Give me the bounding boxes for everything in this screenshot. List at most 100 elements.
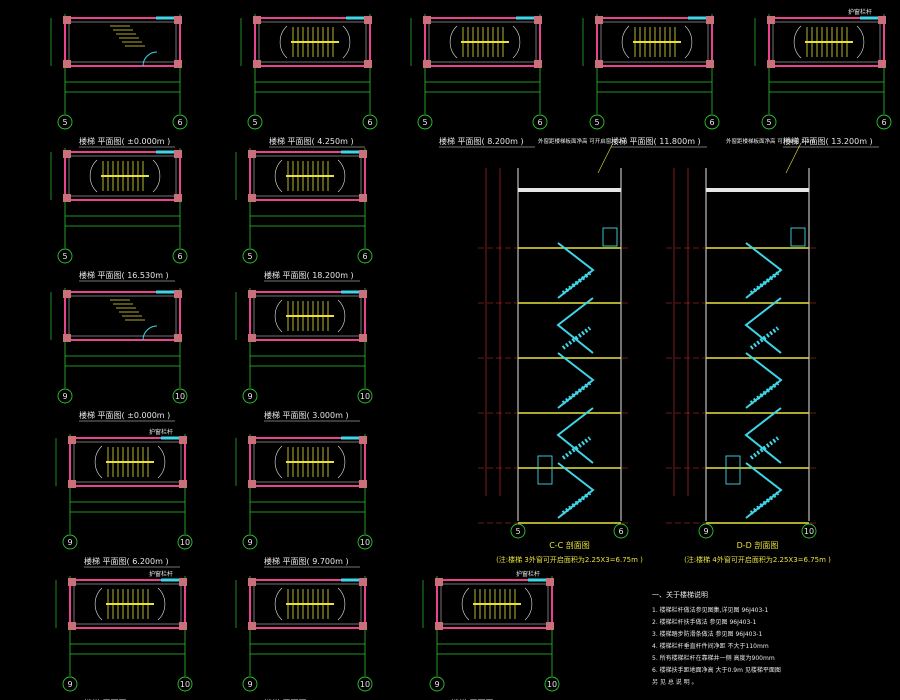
grid-label: 10	[804, 527, 814, 536]
column	[248, 622, 256, 630]
roof-slab	[518, 188, 621, 192]
stair-flight-hatch	[561, 491, 592, 515]
inner-wall	[772, 21, 881, 63]
column	[63, 60, 71, 68]
stair-wall	[249, 579, 366, 629]
section-callout: 外窗距楼梯板面净高 可开启窗 1.2m	[538, 137, 627, 145]
door-swing	[337, 587, 346, 621]
column	[359, 436, 367, 444]
plan-note: 护窗栏杆	[848, 8, 872, 16]
grid-bubble	[429, 676, 445, 692]
column	[253, 16, 261, 24]
grid-label: 5	[515, 527, 520, 536]
grid-label: 5	[422, 118, 427, 127]
grid-bubble	[761, 114, 777, 130]
grid-bubble	[357, 248, 373, 264]
grid-label: 5	[594, 118, 599, 127]
grid-bubble	[532, 114, 548, 130]
grid-label: 10	[180, 680, 190, 689]
stair-wall	[596, 17, 713, 67]
grid-bubble	[357, 388, 373, 404]
section-callout: 外窗距楼梯板面净高 可开启窗 1.2m	[726, 137, 815, 145]
grid-label: 10	[360, 392, 370, 401]
column	[174, 60, 182, 68]
column	[423, 16, 431, 24]
note-line: 6. 楼梯扶手距地面净高 大于0.9m 见楼梯平面图	[652, 666, 781, 674]
grid-label: 6	[709, 118, 714, 127]
stair-flight	[556, 297, 594, 354]
door-swing	[337, 159, 346, 193]
stair-flight	[557, 242, 595, 299]
column	[359, 334, 367, 342]
grid-label: 9	[67, 680, 72, 689]
grid-label: 6	[177, 118, 182, 127]
grid-bubble	[57, 388, 73, 404]
door-swing	[856, 25, 865, 59]
column	[435, 578, 443, 586]
stair-flight-hatch	[561, 381, 592, 405]
inner-wall	[253, 441, 362, 483]
door-swing	[337, 445, 346, 479]
column	[595, 16, 603, 24]
grid-bubble	[62, 534, 78, 550]
grid-label: 9	[247, 538, 252, 547]
grid-bubble	[801, 523, 817, 539]
stair-flight-hatch	[561, 436, 592, 460]
grid-bubble	[177, 534, 193, 550]
note-line: 1. 楼梯栏杆做法参见图集,详见图 96J403-1	[652, 606, 768, 614]
door-swing	[274, 445, 283, 479]
door-swing	[449, 25, 458, 59]
section-title: C-C 剖面图	[549, 540, 590, 550]
door	[537, 455, 553, 485]
stair-flight-hatch	[749, 271, 780, 295]
column	[63, 290, 71, 298]
column	[63, 150, 71, 158]
grid-bubble	[876, 114, 892, 130]
stair-flight	[556, 407, 594, 464]
column	[767, 60, 775, 68]
plan-caption: 楼梯 平面图( 13.200m )	[84, 698, 174, 700]
grid-bubble	[544, 676, 560, 692]
door-swing	[142, 51, 158, 67]
plan-caption: 楼梯 平面图( 6.200m )	[84, 556, 169, 566]
grid-label: 6	[367, 118, 372, 127]
plan-caption: 楼梯 平面图( 4.250m )	[269, 136, 354, 146]
grid-bubble	[417, 114, 433, 130]
column	[248, 194, 256, 202]
stair-flight	[744, 407, 782, 464]
grid-label: 5	[766, 118, 771, 127]
grid-bubble	[698, 523, 714, 539]
grid-bubble	[362, 114, 378, 130]
door	[725, 455, 741, 485]
door	[790, 227, 806, 247]
stair-flight-hatch	[749, 326, 780, 350]
stair-flight-hatch	[561, 271, 592, 295]
door	[602, 227, 618, 247]
column	[359, 480, 367, 488]
grid-label: 6	[362, 252, 367, 261]
column	[248, 578, 256, 586]
stair-flight	[557, 462, 595, 519]
inner-wall	[440, 583, 549, 625]
grid-label: 9	[247, 392, 252, 401]
column	[248, 480, 256, 488]
grid-bubble	[242, 248, 258, 264]
column	[248, 334, 256, 342]
door-swing	[337, 299, 346, 333]
column	[174, 150, 182, 158]
plan-caption: 楼梯 平面图( ±0.000m )	[79, 136, 170, 146]
stair-wall	[64, 291, 181, 341]
door-swing	[152, 159, 161, 193]
door-swing	[89, 159, 98, 193]
door-swing	[621, 25, 630, 59]
grid-bubble	[247, 114, 263, 130]
callout-leader	[785, 142, 802, 174]
column	[253, 60, 261, 68]
column	[174, 16, 182, 24]
